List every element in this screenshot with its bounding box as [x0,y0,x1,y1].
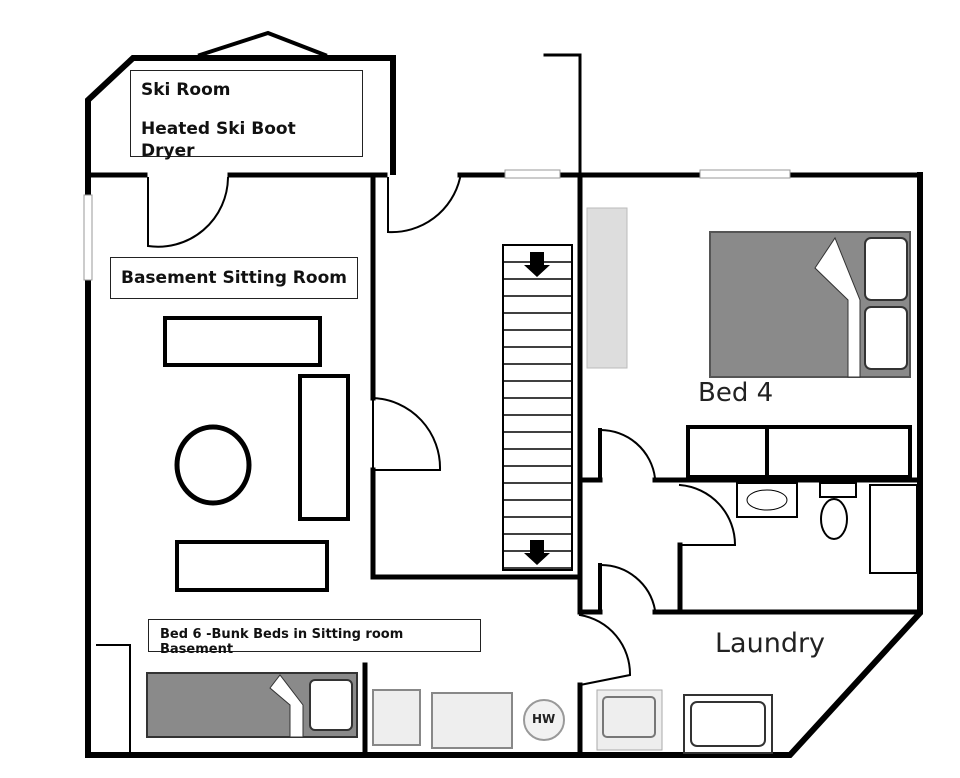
toilet-tank [819,482,857,498]
door-laundry[interactable] [598,563,657,612]
bed6-label: Bed 6 -Bunk Beds in Sitting room Basemen… [148,619,481,657]
roof-peak [197,30,328,58]
ski-room-label: Ski Room Heated Ski Boot Dryer [130,70,363,161]
window-left [83,194,93,281]
door-bath[interactable] [678,483,737,546]
sitting-room-label: Basement Sitting Room [110,257,358,299]
sofa-side [298,374,350,521]
window-bed4 [699,169,791,179]
door-hall-top[interactable] [387,176,462,234]
laundry-sink [683,694,773,754]
window-hall [504,169,561,179]
dresser [586,207,628,369]
sink-basin [746,489,788,511]
sofa-bottom [175,540,329,592]
sofa [163,316,322,367]
coffee-table [174,424,252,506]
ski-room-title: Ski Room [141,80,231,100]
water-heater [523,699,565,741]
outer-wall-left [85,55,396,758]
arrow-down-icon [524,540,550,565]
ski-room-feature: Heated Ski Boot Dryer [141,119,296,161]
furnace [431,692,513,749]
door-bed4[interactable] [598,428,657,480]
door-ski-room[interactable] [147,176,230,248]
shower [869,484,918,574]
walls [85,30,923,758]
door-utility[interactable] [578,613,632,687]
utility-unit [372,689,421,746]
sink [736,482,798,518]
bed4-label: Bed 4 [698,378,774,408]
arrow-down-icon [524,252,550,277]
outer-wall-right [85,172,923,758]
staircase [502,244,573,571]
bed-4-bed [709,231,911,378]
toilet [820,498,848,540]
washer [596,689,663,751]
water-heater-label: HW [532,712,556,726]
laundry-label: Laundry [715,628,826,659]
bunk-bed [146,672,358,738]
door-sitting-hall[interactable] [371,396,442,471]
